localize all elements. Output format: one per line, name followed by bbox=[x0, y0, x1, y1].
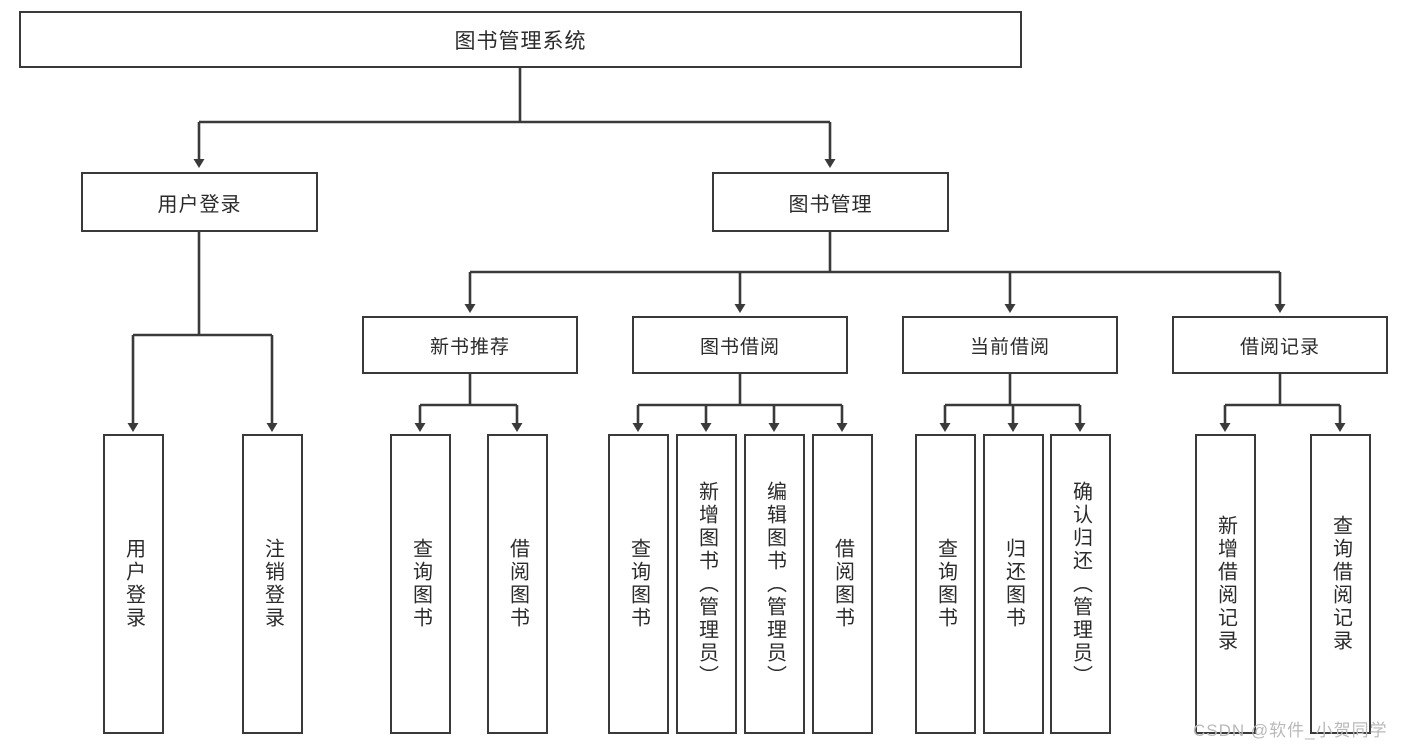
node-label: 用户登录 bbox=[122, 538, 145, 630]
node-root-system[interactable]: 图书管理系统 bbox=[19, 11, 1022, 68]
node-current-borrow[interactable]: 当前借阅 bbox=[902, 316, 1118, 374]
node-label: 用户登录 bbox=[157, 193, 242, 216]
node-label: 图书借阅 bbox=[699, 336, 780, 358]
node-label: 新增借阅记录 bbox=[1214, 515, 1237, 653]
leaf-book-borrow-edit-book-admin[interactable]: 编辑图书（管理员） bbox=[744, 434, 805, 734]
node-label: 借阅图书 bbox=[506, 538, 529, 630]
node-label: 新书推荐 bbox=[429, 336, 510, 358]
node-label: 借阅图书 bbox=[831, 538, 854, 630]
leaf-user-login-login[interactable]: 用户登录 bbox=[103, 434, 164, 734]
node-label: 确认归还（管理员） bbox=[1069, 480, 1092, 688]
leaf-borrow-record-query-record[interactable]: 查询借阅记录 bbox=[1310, 434, 1371, 734]
node-user-login[interactable]: 用户登录 bbox=[81, 172, 318, 232]
csdn-watermark: CSDN @软件_小贺同学 bbox=[1193, 721, 1388, 740]
node-label: 编辑图书（管理员） bbox=[763, 480, 786, 688]
node-label: 新增图书（管理员） bbox=[695, 480, 718, 688]
leaf-current-borrow-return-book[interactable]: 归还图书 bbox=[983, 434, 1044, 734]
node-label: 借阅记录 bbox=[1239, 336, 1320, 358]
leaf-current-borrow-query-book[interactable]: 查询图书 bbox=[915, 434, 976, 734]
leaf-book-borrow-add-book-admin[interactable]: 新增图书（管理员） bbox=[676, 434, 737, 734]
node-label: 当前借阅 bbox=[969, 336, 1050, 358]
leaf-new-book-borrow-book[interactable]: 借阅图书 bbox=[487, 434, 548, 734]
node-borrow-record[interactable]: 借阅记录 bbox=[1172, 316, 1388, 374]
leaf-borrow-record-add-record[interactable]: 新增借阅记录 bbox=[1195, 434, 1256, 734]
node-new-book-recommend[interactable]: 新书推荐 bbox=[362, 316, 578, 374]
leaf-book-borrow-query-book[interactable]: 查询图书 bbox=[608, 434, 669, 734]
node-label: 图书管理系统 bbox=[454, 29, 587, 53]
node-label: 注销登录 bbox=[261, 538, 284, 630]
leaf-new-book-query-book[interactable]: 查询图书 bbox=[390, 434, 451, 734]
node-label: 图书管理 bbox=[788, 193, 873, 216]
leaf-book-borrow-borrow-book[interactable]: 借阅图书 bbox=[812, 434, 873, 734]
node-label: 查询图书 bbox=[409, 538, 432, 630]
node-book-borrow[interactable]: 图书借阅 bbox=[632, 316, 848, 374]
leaf-current-borrow-confirm-return-admin[interactable]: 确认归还（管理员） bbox=[1050, 434, 1111, 734]
node-label: 归还图书 bbox=[1002, 538, 1025, 630]
node-label: 查询图书 bbox=[627, 538, 650, 630]
leaf-user-login-logout[interactable]: 注销登录 bbox=[242, 434, 303, 734]
node-label: 查询借阅记录 bbox=[1329, 515, 1352, 653]
node-book-management[interactable]: 图书管理 bbox=[712, 172, 949, 232]
node-label: 查询图书 bbox=[934, 538, 957, 630]
